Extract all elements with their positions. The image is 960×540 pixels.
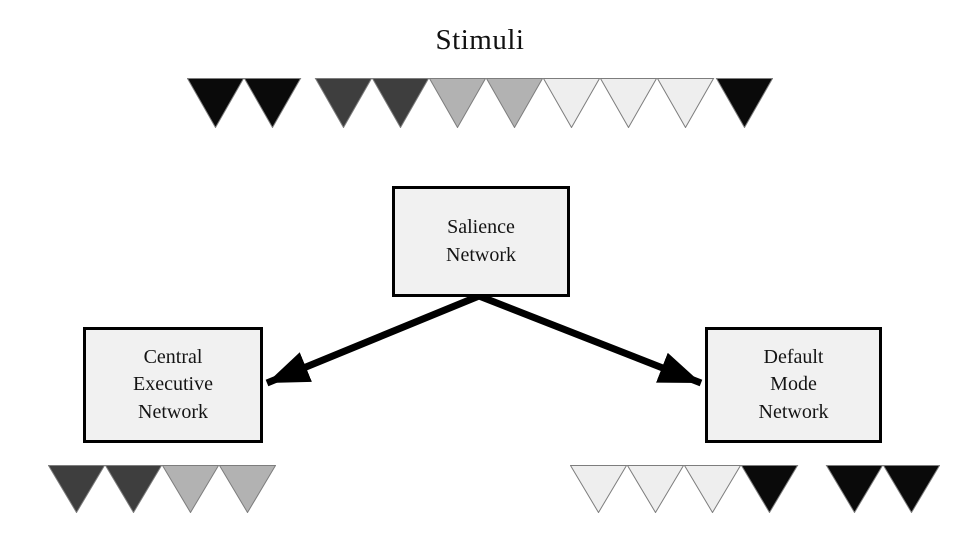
dark-gray-triangle — [47, 465, 106, 514]
dark-gray-triangle — [104, 465, 163, 514]
arrow-salience-to-default-mode — [477, 292, 703, 387]
black-triangle — [715, 78, 774, 129]
dark-gray-triangle — [371, 78, 430, 129]
central-executive-output-row — [47, 465, 277, 514]
medium-gray-triangle — [428, 78, 487, 129]
salience-network-label: Salience Network — [446, 215, 516, 266]
black-triangle — [825, 465, 884, 514]
default-mode-network-box: Default Mode Network — [705, 327, 882, 443]
default-mode-output-row — [569, 465, 941, 514]
medium-gray-triangle — [161, 465, 220, 514]
light-gray-triangle — [683, 465, 742, 514]
light-gray-triangle — [542, 78, 601, 129]
black-triangle — [740, 465, 799, 514]
light-gray-triangle — [626, 465, 685, 514]
light-gray-triangle — [656, 78, 715, 129]
light-gray-triangle — [569, 465, 628, 514]
central-executive-network-label: Central Executive Network — [133, 345, 213, 423]
stimuli-triangle-row — [186, 78, 774, 129]
stimuli-title: Stimuli — [435, 24, 525, 56]
dark-gray-triangle — [314, 78, 373, 129]
medium-gray-triangle — [485, 78, 544, 129]
medium-gray-triangle — [218, 465, 277, 514]
black-triangle — [882, 465, 941, 514]
black-triangle — [243, 78, 302, 129]
black-triangle — [186, 78, 245, 129]
light-gray-triangle — [599, 78, 658, 129]
arrow-salience-to-central-executive — [265, 292, 481, 387]
salience-network-box: Salience Network — [392, 186, 570, 297]
default-mode-network-label: Default Mode Network — [758, 345, 829, 423]
central-executive-network-box: Central Executive Network — [83, 327, 263, 443]
